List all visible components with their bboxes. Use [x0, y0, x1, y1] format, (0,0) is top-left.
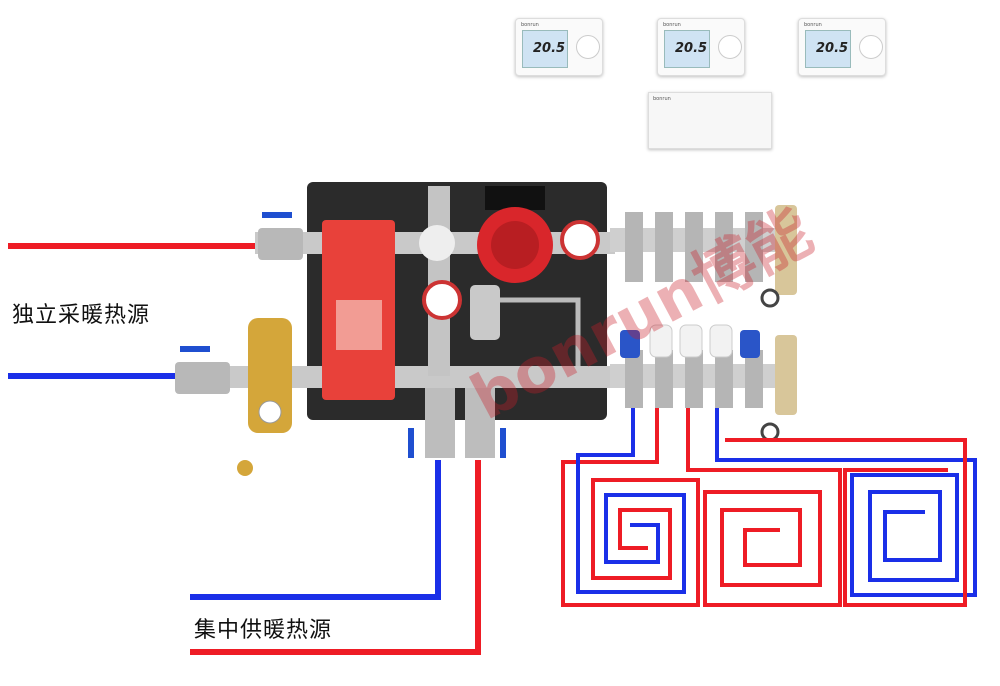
temperature-gauge	[560, 220, 600, 260]
thermostat-temperature: 20.5	[816, 41, 849, 56]
thermostat-brand: bonrun	[663, 22, 681, 28]
drain-cap	[760, 288, 780, 308]
independent-heat-source-label: 独立采暖热源	[12, 303, 151, 328]
controller-brand: bonrun	[653, 96, 671, 102]
thermostat-2[interactable]: bonrun 20.5	[657, 18, 745, 76]
separator-gauge	[258, 400, 282, 424]
pump-display	[485, 186, 545, 210]
air-vent-bottom	[775, 335, 797, 415]
supply-outlet	[465, 388, 495, 458]
pump-rotor	[491, 221, 539, 269]
return-outlet	[425, 388, 455, 458]
thermostat-temperature: 20.5	[675, 41, 708, 56]
thermostat-screen: 20.5	[805, 30, 851, 68]
drain-cap	[760, 422, 780, 442]
wiring-controller: bonrun	[648, 92, 772, 149]
actuators	[620, 324, 760, 358]
drain-cap	[237, 460, 253, 476]
bypass-pipe	[500, 297, 581, 366]
independent-supply-pipe	[8, 243, 258, 249]
mixing-valve	[419, 225, 455, 261]
thermostat-3[interactable]: bonrun 20.5	[798, 18, 886, 76]
valve-handle	[180, 346, 210, 352]
central-return-pipe	[190, 460, 441, 600]
thermostat-temperature: 20.5	[533, 41, 566, 56]
ball-valve-bottom	[175, 362, 230, 394]
manifold-ports	[625, 212, 763, 408]
valve-handle	[500, 428, 506, 458]
dirt-separator	[248, 318, 292, 433]
exchanger-label	[336, 300, 382, 350]
air-vent-top	[775, 205, 797, 295]
thermostat-screen: 20.5	[522, 30, 568, 68]
valve-handle	[262, 212, 292, 218]
thermostat-brand: bonrun	[521, 22, 539, 28]
valve-handle	[408, 428, 414, 458]
pressure-gauge	[422, 280, 462, 320]
independent-return-pipe	[8, 373, 183, 379]
ball-valve-top	[258, 228, 303, 260]
central-heat-source-label: 集中供暖热源	[194, 618, 333, 643]
bypass-valve	[470, 285, 500, 340]
thermostat-brand: bonrun	[804, 22, 822, 28]
thermostat-1[interactable]: bonrun 20.5	[515, 18, 603, 76]
thermostat-dial[interactable]	[718, 35, 742, 59]
thermostat-dial[interactable]	[576, 35, 600, 59]
thermostat-screen: 20.5	[664, 30, 710, 68]
central-supply-pipe	[190, 460, 481, 655]
floor-heating-loops	[561, 408, 977, 607]
thermostat-dial[interactable]	[859, 35, 883, 59]
